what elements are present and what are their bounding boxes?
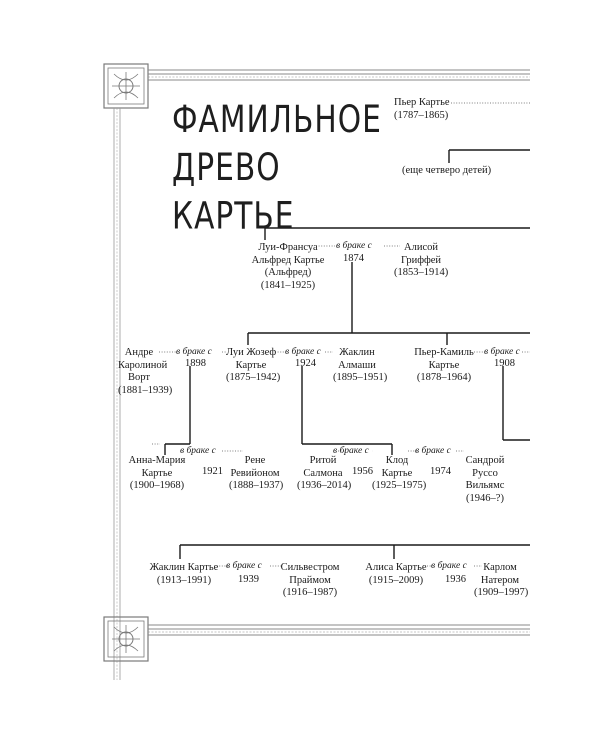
person-name: Жаклин Картье — [149, 562, 219, 573]
person-name-line-2: Праймом — [289, 574, 331, 586]
person-dates: (1915–2009) — [368, 574, 424, 586]
marriage-label: в браке с — [484, 347, 520, 357]
person-louis-francois: Луи-Франсуа Альфред Картье (Альфред) (18… — [246, 242, 330, 292]
person-dates: (1878–1964) — [416, 372, 472, 383]
person-name-line-1: Андре — [124, 347, 154, 358]
marriage-year: 1956 — [352, 466, 373, 477]
family-connectors — [164, 149, 530, 559]
person-name-line-2: Ревийоном — [230, 467, 280, 479]
person-sylvestre-prime: Сильвестром Праймом (1916–1987) — [280, 562, 340, 600]
marriage-label: в браке с — [226, 561, 262, 571]
person-rene-revillon: Рене Ревийоном (1888–1937) — [229, 455, 284, 493]
person-name-line-1: Сандрой — [465, 455, 505, 466]
person-name-line-1: Анна-Мария — [128, 455, 186, 466]
marriage-label: в браке с — [431, 561, 467, 571]
marriage-year: 1898 — [185, 358, 206, 369]
person-dates: (1936–2014) — [297, 480, 352, 491]
marriage-year: 1974 — [430, 466, 451, 477]
person-name-line-2: Картье — [235, 359, 267, 371]
person-name-line-2: Натером — [480, 574, 520, 586]
person-dates: (1913–1991) — [156, 574, 212, 586]
marriage-label: в браке с — [285, 347, 321, 357]
page-title: ФАМИЛЬНОЕ ДРЕВО КАРТЬЕ — [172, 95, 382, 239]
person-name-line-1: Ритой — [309, 455, 337, 466]
person-dates: (1909–1997) — [474, 587, 529, 598]
bottom-ornamental-border — [103, 616, 530, 662]
person-alice-griffey: Алисой Гриффей (1853–1914) — [394, 242, 448, 280]
marriage-year: 1924 — [295, 358, 316, 369]
person-name-line-3: Вильямс — [465, 480, 505, 491]
person-dates: (1787–1865) — [394, 109, 449, 121]
person-rita-salmon: Ритой Салмона (1936–2014) — [297, 455, 352, 493]
person-name: Пьер Картье — [394, 97, 450, 108]
four-more-children: (еще четверо детей) — [402, 165, 492, 176]
person-name-line-1: Пьер-Камиль — [414, 347, 474, 358]
marriage-label: в браке с — [415, 446, 451, 456]
marriage-year: 1921 — [202, 466, 223, 477]
person-name-line-1: Карлом — [483, 562, 517, 573]
marriage-label: в браке с — [333, 446, 369, 456]
person-name-line-2: Салмона — [303, 467, 343, 479]
marriage-year: 1874 — [343, 253, 364, 264]
person-dates: (1888–1937) — [229, 480, 284, 491]
person-anne-marie: Анна-Мария Картье (1900–1968) — [128, 455, 186, 493]
person-name-line-1: Луи-Франсуа — [258, 242, 318, 253]
person-name-line-2: Картье — [381, 467, 413, 479]
person-dates: (1881–1939) — [118, 384, 173, 396]
marriage-label: в браке с — [336, 241, 372, 251]
person-pierre-sr: Пьер Картье (1787–1865) — [394, 97, 450, 122]
person-dates: (1925–1975) — [372, 480, 427, 491]
person-name-line-2: Гриффей — [400, 254, 442, 266]
person-claude-cartier: Клод Картье (1925–1975) — [372, 455, 427, 493]
person-dates: (1916–1987) — [282, 587, 338, 598]
marriage-label: в браке с — [176, 347, 212, 357]
person-name-line-1: Алисой — [404, 242, 438, 253]
person-name-line-2: Картье — [428, 359, 460, 371]
person-name-line-3: Ворт — [128, 372, 150, 383]
person-name-line-2: Алмаши — [338, 359, 376, 371]
person-name-line-2: Картье — [141, 467, 173, 479]
person-name-line-2: Каролиной — [118, 359, 168, 371]
person-dates: (1875–1942) — [226, 372, 281, 383]
person-dates: (1841–1925) — [260, 279, 316, 291]
person-name-line-1: Луи Жозеф — [226, 347, 277, 358]
marriage-label: в браке с — [180, 446, 216, 456]
person-sandra-williams: Сандрой Руссо Вильямс (1946–?) — [460, 455, 510, 505]
person-dates: (1900–1968) — [129, 480, 185, 491]
person-dates: (1946–?) — [466, 492, 504, 504]
page-title-line-2: ДРЕВО КАРТЬЕ — [172, 145, 295, 238]
person-jacqueline-cartier: Жаклин Картье (1913–1991) — [148, 562, 220, 587]
marriage-year: 1936 — [445, 574, 466, 585]
person-dates: (1853–1914) — [394, 267, 449, 278]
person-jacqueline-almasi: Жаклин Алмаши (1895–1951) — [333, 347, 388, 385]
top-ornamental-border — [103, 63, 530, 680]
marriage-dotted-lines — [152, 102, 530, 567]
person-nickname: (Альфред) — [264, 267, 312, 278]
person-name-line-1: Клод — [385, 455, 409, 466]
person-name-line-1: Жаклин — [339, 347, 375, 358]
marriage-year: 1908 — [494, 358, 515, 369]
person-pierre-camille: Пьер-Камиль Картье (1878–1964) — [412, 347, 476, 385]
person-carlo-naterom: Карлом Натером (1909–1997) — [474, 562, 529, 600]
marriage-year: 1939 — [238, 574, 259, 585]
page-title-line-1: ФАМИЛЬНОЕ — [172, 97, 382, 141]
person-name-line-1: Рене — [244, 455, 266, 466]
person-name: Алиса Картье — [365, 562, 427, 573]
person-name-line-2: Руссо — [472, 467, 498, 479]
person-name-line-1: Сильвестром — [280, 562, 340, 573]
person-dates: (1895–1951) — [333, 372, 388, 383]
person-louis-joseph: Луи Жозеф Картье (1875–1942) — [226, 347, 281, 385]
person-alice-cartier: Алиса Картье (1915–2009) — [364, 562, 428, 587]
person-andre-worth: Андре Каролиной Ворт (1881–1939) — [118, 347, 173, 397]
person-name-line-2: Альфред Картье — [251, 254, 325, 266]
